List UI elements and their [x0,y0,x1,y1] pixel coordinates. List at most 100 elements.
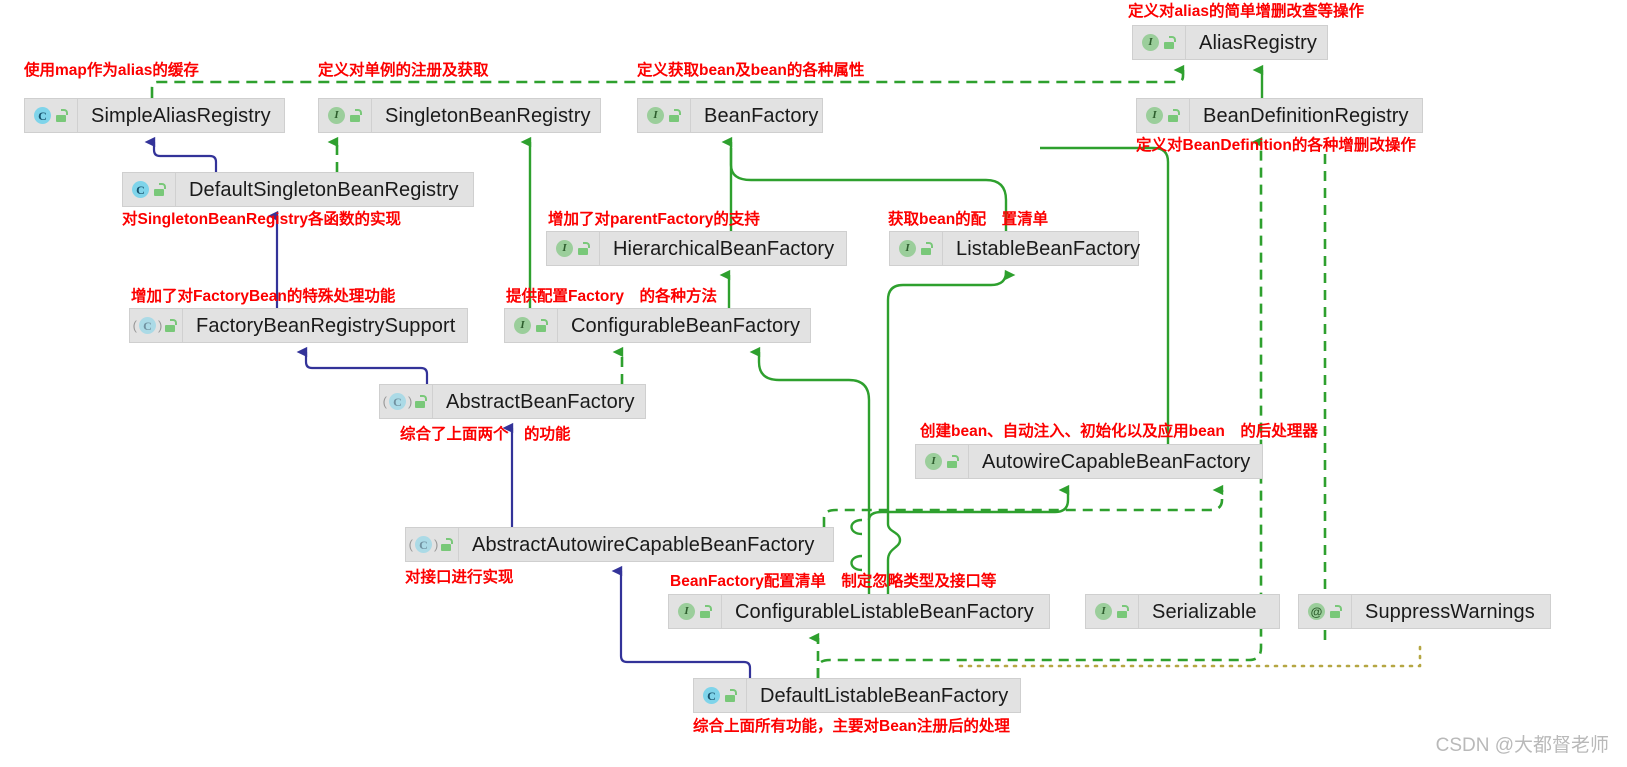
node-badge-gutter: I [638,99,691,132]
node-badge-gutter: @ [1299,595,1352,628]
unlocked-padlock-icon [414,395,428,408]
class-node-label: SuppressWarnings [1365,600,1535,623]
node-badge-gutter: (C) [406,528,459,561]
class-node-label: BeanFactory [704,104,819,127]
unlocked-padlock-icon [946,455,959,468]
node-badge-gutter: C [694,679,747,712]
node-badge-gutter: C [25,99,78,132]
annotation-ann-beandefreg: 定义对BeanDefinition的各种增删改操作 [1136,137,1416,154]
annotation-ann-abstractauto: 对接口进行实现 [405,569,514,586]
interface-badge-icon: I [678,603,695,620]
annotation-ann-aliasregistry: 定义对alias的简单增删改查等操作 [1128,3,1364,20]
unlocked-padlock-icon [920,242,933,255]
unlocked-padlock-icon [55,109,68,122]
abstract-paren-left: ( [132,318,137,333]
annotation-ann-configlistable: BeanFactory配置清单 制定忽略类型及接口等 [670,573,997,590]
wire-configurablelistablebeanfactory-listablebeanfactory [886,269,1016,594]
class-node-abstractbeanfactory[interactable]: (C)AbstractBeanFactory [379,384,646,419]
annotation-ann-configurable: 提供配置Factory 的各种方法 [506,288,717,305]
annotation-ann-hierarchical: 增加了对parentFactory的支持 [548,211,760,228]
node-badge-gutter: I [1086,595,1139,628]
unlocked-padlock-icon [1116,605,1129,618]
node-badge-gutter: I [319,99,372,132]
interface-badge-icon: I [328,107,345,124]
unlocked-padlock-icon [1163,36,1176,49]
class-node-aliasregistry[interactable]: I AliasRegistry [1132,25,1328,60]
class-node-abstractautowirecapablebeanfactory[interactable]: (C)AbstractAutowireCapableBeanFactory [405,527,834,562]
class-node-label: FactoryBeanRegistrySupport [196,314,456,337]
node-badge-gutter: I [547,232,600,265]
annotation-ann-factorybean: 增加了对FactoryBean的特殊处理功能 [131,288,396,305]
node-badge-gutter: C [123,173,176,206]
class-node-beanfactory[interactable]: I BeanFactory [637,98,823,133]
annotation-badge-icon: @ [1308,603,1325,620]
wire-autowirecapablebeanfactory-beandefinitionregistry [1040,146,1170,444]
class-node-configurablebeanfactory[interactable]: I ConfigurableBeanFactory [504,308,811,343]
node-badge-gutter: I [1133,26,1186,59]
annotation-ann-listable: 获取bean的配 置清单 [888,211,1049,228]
annotation-ann-defaultlistable: 综合上面所有功能，主要对Bean注册后的处理 [693,718,1010,735]
unlocked-padlock-icon [668,109,681,122]
node-badge-gutter: I [916,445,969,478]
watermark: CSDN @大都督老师 [1435,735,1609,756]
class-node-factorybeanregistrysupport[interactable]: (C) FactoryBeanRegistrySupport [129,308,468,343]
class-node-listablebeanfactory[interactable]: I ListableBeanFactory [889,231,1140,266]
node-badge-gutter: I [669,595,722,628]
class-node-label: AutowireCapableBeanFactory [982,450,1251,473]
unlocked-padlock-icon [153,183,166,196]
annotation-ann-simplealias: 使用map作为alias的缓存 [24,62,199,79]
interface-badge-icon: I [647,107,664,124]
wire-listablebeanfactory-beanfactory [729,148,1008,231]
node-badge-gutter: I [890,232,943,265]
class-node-hierarchicalbeanfactory[interactable]: I HierarchicalBeanFactory [546,231,847,266]
class-node-label: ConfigurableBeanFactory [571,314,801,337]
class-node-label: SingletonBeanRegistry [385,104,591,127]
class-node-label: HierarchicalBeanFactory [613,237,835,260]
node-badge-gutter: (C) [380,385,433,418]
unlocked-padlock-icon [349,109,362,122]
class-badge-icon: C [703,687,720,704]
class-node-label: ListableBeanFactory [956,237,1141,260]
interface-badge-icon: I [1142,34,1159,51]
node-badge-gutter: I [505,309,558,342]
class-node-suppresswarnings[interactable]: @ SuppressWarnings [1298,594,1551,629]
class-node-label: BeanDefinitionRegistry [1203,104,1409,127]
abstract-paren-right: ) [434,537,439,552]
wire-tee-autowirecapablebeanfactory [867,484,1070,521]
wire-simplealiasregistry-aliasregistry [150,64,1185,98]
wire-abstractautowirecapablebeanfactory-autowirecapablebeanfactory [822,484,1224,527]
class-node-singletonbeanregistry[interactable]: I SingletonBeanRegistry [318,98,601,133]
class-node-label: AliasRegistry [1199,31,1317,54]
annotation-ann-singleton: 定义对单例的注册及获取 [318,62,489,79]
unlocked-padlock-icon [164,319,178,332]
unlocked-padlock-icon [1329,605,1342,618]
interface-badge-icon: I [1095,603,1112,620]
unlocked-padlock-icon [577,242,590,255]
abstract-paren-right: ) [158,318,163,333]
node-badge-gutter: (C) [130,309,183,342]
wire-jump-hop-b [850,554,863,572]
interface-badge-icon: I [556,240,573,257]
wire-defaultlistablebeanfactory-abstractautowirecapablebeanfactory [611,565,752,678]
node-badge-gutter: I [1137,99,1190,132]
unlocked-padlock-icon [440,538,454,551]
interface-badge-icon: I [1146,107,1163,124]
abstract-paren-left: ( [408,537,413,552]
class-node-beandefinitionregistry[interactable]: I BeanDefinitionRegistry [1136,98,1423,133]
class-badge-icon: C [389,393,406,410]
wire-configurablelistablebeanfactory-configurablebeanfactory [749,346,871,594]
wire-defaultlistablebeanfactory-beandefinitionregistry [816,136,1263,678]
unlocked-padlock-icon [1167,109,1180,122]
class-node-autowirecapablebeanfactory[interactable]: I AutowireCapableBeanFactory [915,444,1263,479]
interface-badge-icon: I [925,453,942,470]
wire-jump-hop-a [850,518,863,536]
class-badge-icon: C [139,317,156,334]
class-badge-icon: C [34,107,51,124]
class-badge-icon: C [415,536,432,553]
